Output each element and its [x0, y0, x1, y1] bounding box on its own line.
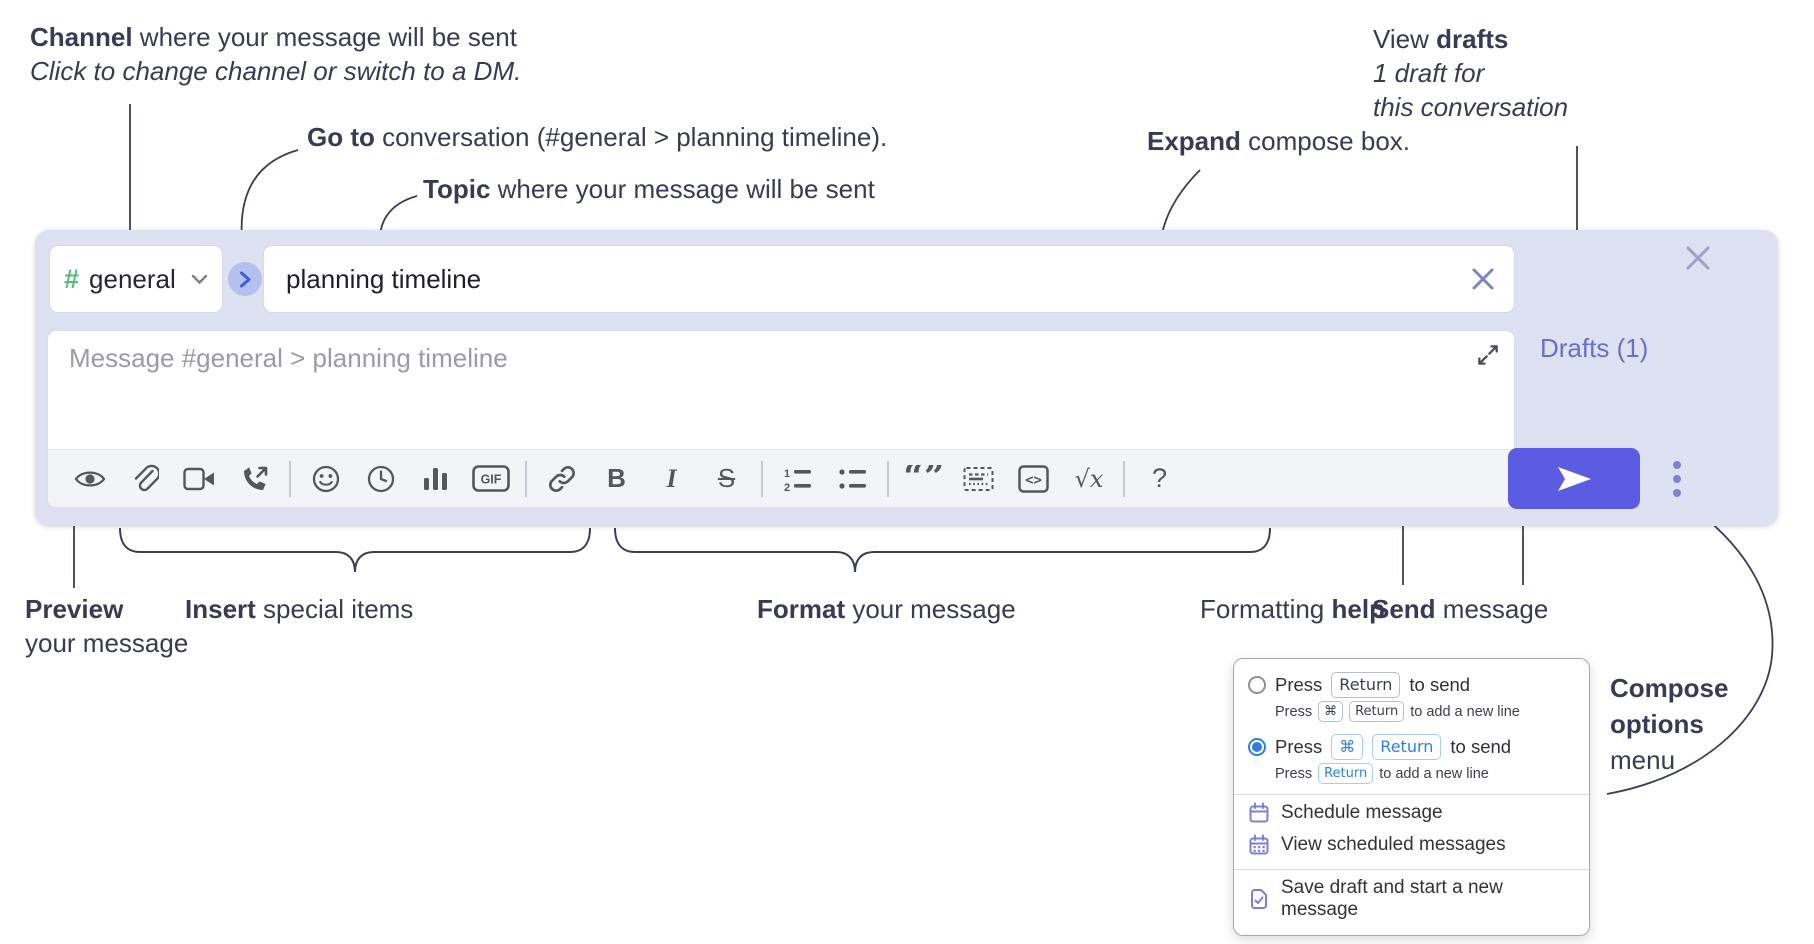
emoji-icon[interactable]: [298, 456, 353, 502]
bold-icon[interactable]: B: [589, 456, 644, 502]
radio-unselected[interactable]: [1248, 676, 1266, 694]
code-icon[interactable]: <>: [1006, 456, 1061, 502]
message-formatting-help-icon[interactable]: ?: [1132, 456, 1187, 502]
compose-options-annotation: Compose options menu: [1610, 673, 1729, 775]
calendar-grid-icon: [1248, 834, 1270, 856]
go-to-conversation-button[interactable]: [228, 262, 262, 296]
insert-brace: [119, 527, 591, 573]
format-annotation: Format your message: [757, 594, 1016, 624]
channel-hash-icon: #: [64, 263, 80, 294]
message-placeholder: Message #general > planning timeline: [69, 343, 508, 373]
enter-sends-option[interactable]: Press Return to send: [1234, 668, 1589, 698]
expand-annotation: Expand compose box.: [1147, 126, 1411, 156]
toolbar-divider: [761, 460, 763, 497]
ellipsis-icon: [1673, 460, 1681, 469]
strike-label: S: [717, 463, 736, 493]
drafts-link[interactable]: Drafts (1): [1540, 333, 1649, 363]
popup-divider: [1234, 869, 1589, 870]
video-call-icon[interactable]: [172, 456, 227, 502]
menu-item-save-draft[interactable]: Save draft and start a new message: [1234, 870, 1589, 931]
cmd-enter-sends-subtext: Press Return to add a new line: [1234, 760, 1589, 784]
menu-item-schedule-message[interactable]: Schedule message: [1234, 795, 1589, 827]
menu-item-view-scheduled[interactable]: View scheduled messages: [1234, 827, 1589, 859]
close-icon: [1472, 268, 1494, 290]
svg-text:<>: <>: [1025, 472, 1042, 488]
insert-annotation: Insert special items: [185, 594, 414, 624]
clear-topic-button[interactable]: [1470, 266, 1496, 292]
topic-value: planning timeline: [286, 263, 482, 294]
calendar-icon: [1248, 802, 1270, 824]
toolbar-divider: [289, 460, 291, 497]
compose-options-popup: Press Return to send Press ⌘ Return to a…: [1233, 658, 1590, 936]
cmd-key: ⌘: [1331, 734, 1364, 760]
chevron-down-icon: [191, 274, 208, 284]
topic-annotation: Topic where your message will be sent: [423, 174, 875, 204]
close-compose-button[interactable]: [1683, 243, 1713, 273]
link-icon[interactable]: [534, 456, 589, 502]
return-key: Return: [1349, 701, 1405, 722]
close-icon: [1686, 246, 1710, 270]
math-icon[interactable]: √x: [1061, 456, 1116, 502]
poll-icon[interactable]: [408, 456, 463, 502]
goto-pointer-line: [235, 149, 299, 243]
italic-icon[interactable]: I: [644, 456, 699, 502]
svg-text:√x: √x: [1074, 465, 1103, 493]
bulleted-list-icon[interactable]: [825, 456, 880, 502]
expand-compose-button[interactable]: [1475, 342, 1501, 368]
message-compose-area[interactable]: Message #general > planning timeline: [47, 330, 1515, 508]
cmd-enter-sends-option[interactable]: Press ⌘ Return to send: [1234, 722, 1589, 760]
cmd-key: ⌘: [1318, 701, 1344, 722]
radio-selected[interactable]: [1248, 738, 1266, 756]
enter-sends-subtext: Press ⌘ Return to add a new line: [1234, 698, 1589, 722]
topic-input[interactable]: planning timeline: [263, 245, 1515, 313]
drafts-annotation: View drafts 1 draft for this conversatio…: [1373, 24, 1569, 122]
svg-text:GIF: GIF: [480, 473, 501, 487]
svg-text:“”: “”: [906, 465, 942, 493]
svg-text:2: 2: [784, 482, 790, 492]
compose-toolbar: GIF B I S 12 “”: [48, 449, 1514, 507]
formatting-help-annotation: Formatting help: [1200, 594, 1385, 624]
help-label: ?: [1151, 463, 1168, 493]
quote-icon[interactable]: “”: [896, 456, 951, 502]
gif-icon[interactable]: GIF: [463, 456, 518, 502]
draft-document-icon: [1248, 888, 1270, 910]
preview-icon[interactable]: [62, 456, 117, 502]
compose-options-menu-button[interactable]: [1655, 448, 1699, 509]
strikethrough-icon[interactable]: S: [699, 456, 754, 502]
attach-file-icon[interactable]: [117, 456, 172, 502]
format-brace: [614, 527, 1271, 573]
channel-name: general: [89, 263, 176, 294]
voice-call-icon[interactable]: [227, 456, 282, 502]
spoiler-icon[interactable]: [951, 456, 1006, 502]
send-icon: [1558, 466, 1591, 491]
send-button[interactable]: [1508, 448, 1640, 509]
expand-icon: [1478, 345, 1498, 365]
chevron-right-icon: [239, 271, 250, 287]
compose-box: # general planning timeline Message #gen…: [35, 230, 1778, 526]
popup-divider: [1234, 794, 1589, 795]
return-key: Return: [1318, 763, 1374, 784]
bold-label: B: [607, 463, 626, 493]
toolbar-divider: [887, 460, 889, 497]
svg-text:1: 1: [784, 468, 790, 480]
toolbar-divider: [525, 460, 527, 497]
channel-annotation: Channel where your message will be sent …: [30, 22, 522, 86]
return-key: Return: [1331, 672, 1401, 698]
schedule-time-icon[interactable]: [353, 456, 408, 502]
preview-annotation: Preview your message: [25, 594, 189, 658]
channel-selector[interactable]: # general: [49, 245, 223, 313]
italic-label: I: [666, 463, 677, 493]
return-key: Return: [1372, 734, 1442, 760]
toolbar-divider: [1123, 460, 1125, 497]
goto-annotation: Go to conversation (#general > planning …: [307, 122, 888, 152]
send-annotation: Send message: [1372, 594, 1549, 624]
